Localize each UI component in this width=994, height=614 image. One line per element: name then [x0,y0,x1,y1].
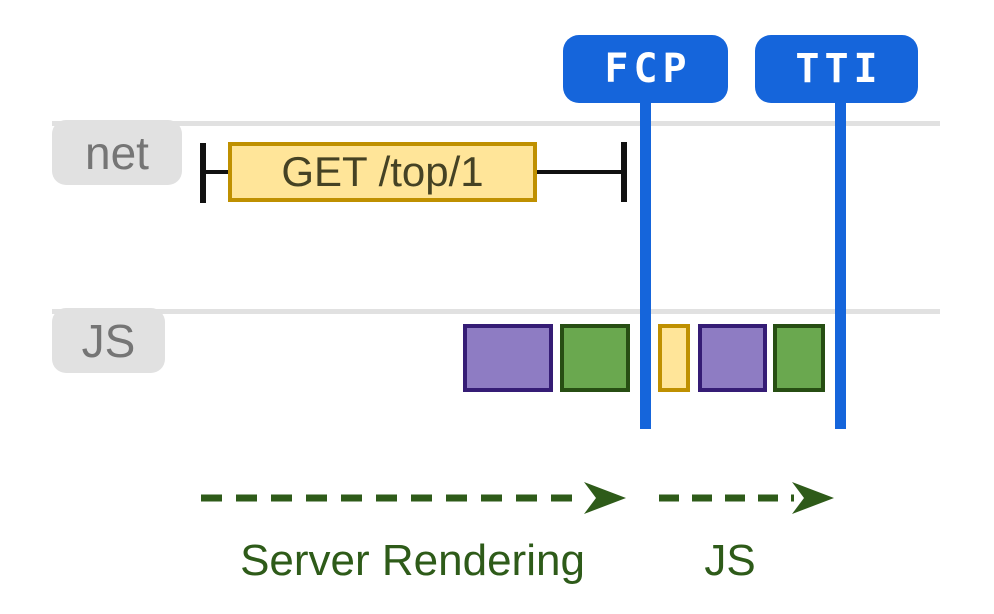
tti-badge: TTI [755,35,918,103]
request-start-connector [206,170,230,174]
js-phase-arrow [659,482,834,514]
js-track-label-text: JS [81,314,136,367]
tti-marker-line [835,100,846,429]
js-phase-arrowhead-icon [792,482,834,514]
js-task-block-green [560,324,630,392]
net-track-label: net [52,120,182,185]
server-rendering-phase-label: Server Rendering [240,536,585,585]
js-task-block-green [773,324,825,392]
fcp-badge: FCP [563,35,728,103]
request-end-whisker [621,142,627,202]
js-track-label: JS [52,308,165,373]
js-track-line [52,309,940,314]
fcp-marker-line [640,100,651,429]
network-request-box: GET /top/1 [228,142,537,202]
js-task-block-yellow [658,324,690,392]
js-task-block-purple [698,324,767,392]
net-track-line [52,121,940,126]
js-task-block-purple [463,324,553,392]
server-rendering-arrowhead-icon [584,482,626,514]
net-track-label-text: net [85,126,149,179]
tti-badge-label: TTI [795,46,883,92]
js-phase-label: JS [704,536,756,585]
request-end-connector [535,170,621,174]
network-request-label: GET /top/1 [281,148,484,195]
fcp-badge-label: FCP [604,46,692,92]
server-rendering-arrow [201,482,626,514]
request-start-whisker [200,143,206,203]
